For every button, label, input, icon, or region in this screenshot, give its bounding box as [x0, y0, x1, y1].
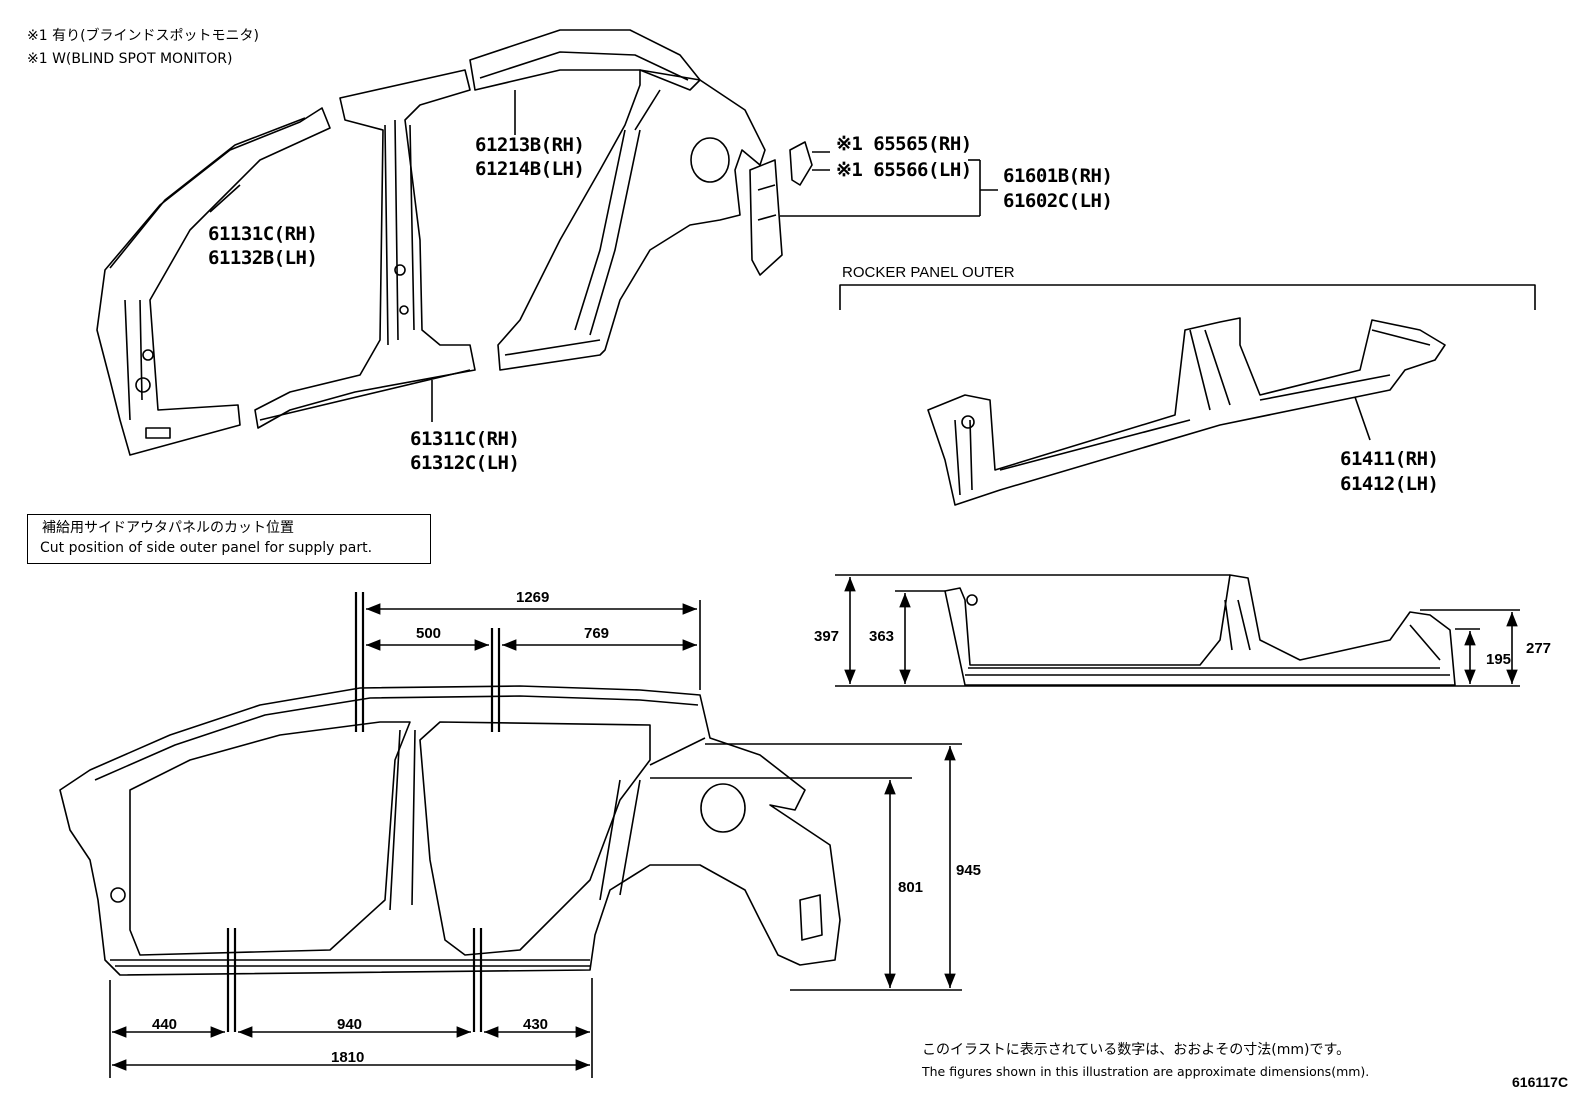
quarter-panel	[497, 69, 766, 371]
rocker-dimension-view	[835, 574, 1520, 687]
dim-top-right: 769	[584, 625, 610, 642]
part-61131[interactable]: 61131C(RH)	[208, 223, 318, 245]
roof-side-rail	[469, 29, 701, 91]
dim-bottom-440: 440	[152, 1016, 178, 1033]
rocker-panel-outer	[927, 317, 1446, 506]
illustration-code: 616117C	[1512, 1074, 1569, 1090]
part-61213[interactable]: 61213B(RH)	[475, 134, 585, 156]
part-61411[interactable]: 61411(RH)	[1340, 448, 1439, 470]
part-61214[interactable]: 61214B(LH)	[475, 158, 585, 180]
part-61602[interactable]: 61602C(LH)	[1003, 190, 1113, 212]
part-65565[interactable]: ※1 65565(RH)	[836, 133, 972, 155]
note-en: ※1 W(BLIND SPOT MONITOR)	[27, 51, 233, 67]
dim-bottom-430: 430	[523, 1016, 549, 1033]
part-65566[interactable]: ※1 65566(LH)	[836, 159, 972, 181]
cut-marks	[226, 592, 501, 1032]
dim-rocker-397: 397	[814, 628, 840, 645]
side-outer-panel	[59, 685, 841, 976]
part-61311[interactable]: 61311C(RH)	[410, 428, 520, 450]
dim-rocker-277: 277	[1526, 640, 1552, 657]
front-pillar-panel	[96, 107, 331, 456]
dim-top-total: 1269	[516, 589, 550, 606]
dim-top-left: 500	[416, 625, 442, 642]
rocker-bracket-line	[839, 284, 1536, 310]
rocker-panel-title: ROCKER PANEL OUTER	[842, 264, 1015, 281]
dim-bottom-total: 1810	[331, 1049, 365, 1066]
rear-bracket	[749, 141, 813, 276]
part-61312[interactable]: 61312C(LH)	[410, 452, 520, 474]
part-61412[interactable]: 61412(LH)	[1340, 473, 1439, 495]
footer-jp: このイラストに表示されている数字は、おおよその寸法(mm)です。	[922, 1042, 1351, 1058]
cut-position-en: Cut position of side outer panel for sup…	[40, 540, 373, 556]
cut-position-jp: 補給用サイドアウタパネルのカット位置	[42, 520, 294, 536]
note-jp: ※1 有り(ブラインドスポットモニタ)	[27, 28, 260, 44]
footer-en: The figures shown in this illustration a…	[922, 1064, 1370, 1079]
dim-side-801: 801	[898, 879, 924, 896]
dim-side-945: 945	[956, 862, 982, 879]
cut-position-box: 補給用サイドアウタパネルのカット位置 Cut position of side …	[27, 514, 431, 564]
dim-bottom-940: 940	[337, 1016, 363, 1033]
part-61132[interactable]: 61132B(LH)	[208, 247, 318, 269]
part-61601[interactable]: 61601B(RH)	[1003, 165, 1113, 187]
dim-rocker-363: 363	[869, 628, 895, 645]
dim-rocker-195: 195	[1486, 651, 1512, 668]
center-pillar-panel	[254, 69, 476, 429]
